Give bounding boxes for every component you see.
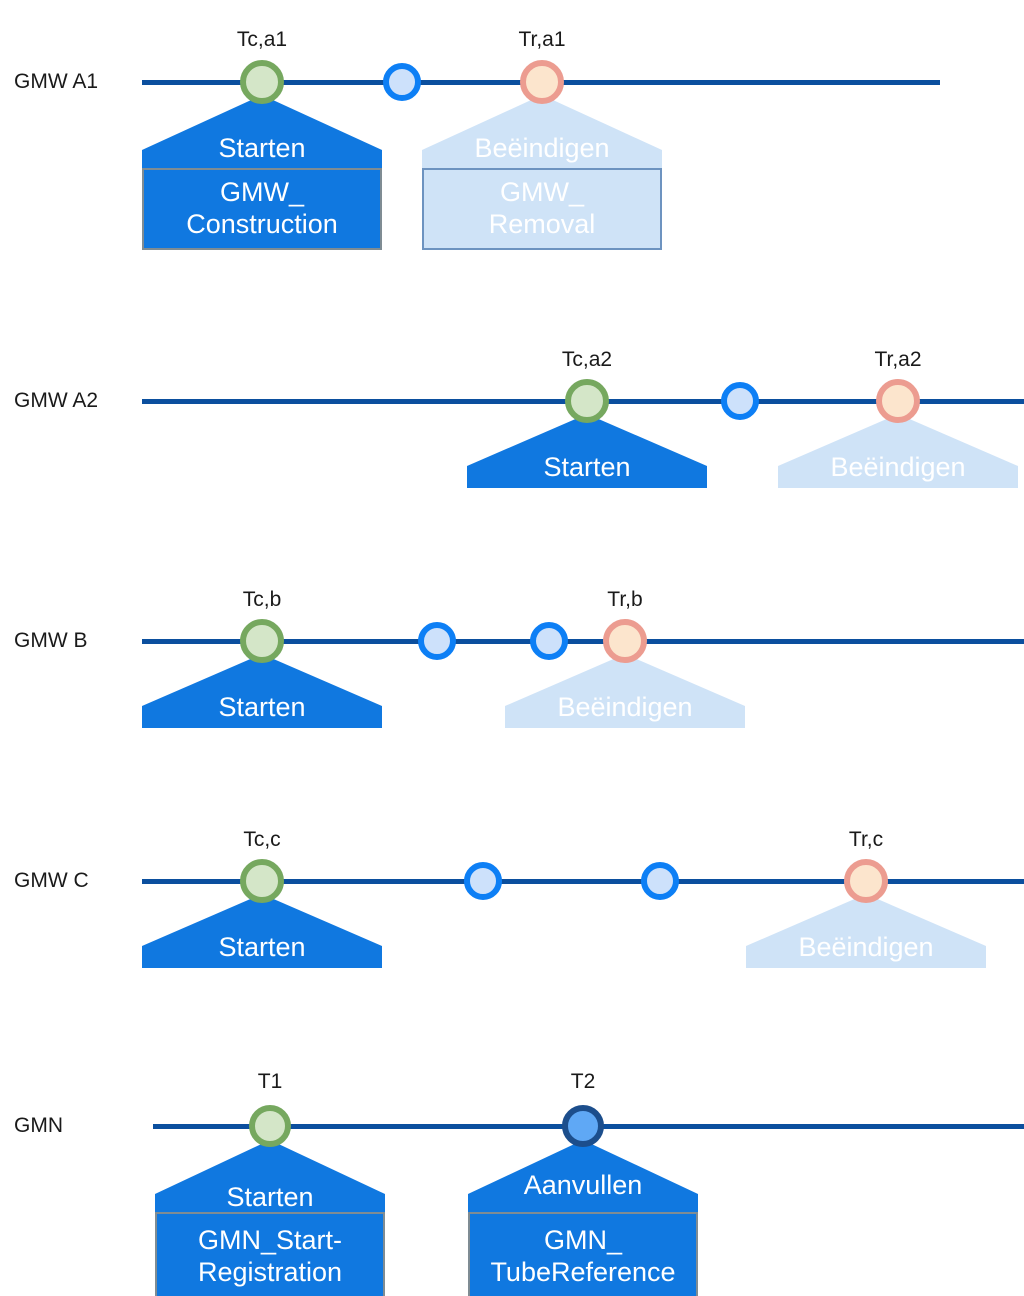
node-start-registration-node[interactable] [249,1105,291,1147]
banner-pentagon [467,414,707,488]
banner-object-box: GMW_ Construction [142,168,382,250]
tick-label-tube-reference-node: T2 [570,1070,596,1093]
banner-pentagon [778,414,1018,488]
node-intermediate-node[interactable] [383,63,421,101]
row-label-gmn: GMN [14,1114,63,1137]
banner-pentagon [505,654,745,728]
banner-object-box: GMW_ Removal [422,168,662,250]
tick-label-removal-node: Tr,a1 [518,28,566,51]
banner-pentagon [142,654,382,728]
node-construction-node[interactable] [240,619,284,663]
node-intermediate-node-2[interactable] [530,622,568,660]
node-removal-node[interactable] [520,60,564,104]
banner-object-label: GMN_Start- Registration [197,1225,343,1287]
banner-pentagon [155,1140,385,1216]
banner-pentagon [142,95,382,172]
node-removal-node[interactable] [844,859,888,903]
banner-pentagon [422,95,662,172]
banner-aanvullen-gmn-tubereference: Aanvullen...GMN_ TubeReference [468,1140,698,1296]
banner-object-box: GMN_Start- Registration [155,1212,385,1296]
tick-label-construction-node: Tc,c [243,828,281,851]
node-intermediate-node[interactable] [721,382,759,420]
banner-pentagon [468,1140,698,1216]
banner-object-box: GMN_ TubeReference [468,1212,698,1296]
node-intermediate-node-2[interactable] [641,862,679,900]
row-label-gmw-a2: GMW A2 [14,389,99,412]
node-construction-node[interactable] [240,859,284,903]
banner-object-label: GMN_ TubeReference [490,1225,676,1287]
node-intermediate-node-1[interactable] [418,622,456,660]
tick-label-construction-node: Tc,a2 [561,348,613,371]
node-intermediate-node-1[interactable] [464,862,502,900]
banner-object-label: GMW_ Construction [186,177,338,239]
node-removal-node[interactable] [876,379,920,423]
tick-label-construction-node: Tc,b [242,588,282,611]
row-label-gmw-a1: GMW A1 [14,70,99,93]
timeline-line-gmw-b [142,639,1024,644]
banner-pentagon [142,894,382,968]
tick-label-removal-node: Tr,c [848,828,884,851]
tick-label-construction-node: Tc,a1 [236,28,288,51]
banner-object-label: GMW_ Removal [488,177,596,239]
timeline-line-gmw-c [142,879,1024,884]
row-label-gmw-b: GMW B [14,629,88,652]
tick-label-removal-node: Tr,a2 [874,348,922,371]
node-construction-node[interactable] [565,379,609,423]
node-construction-node[interactable] [240,60,284,104]
tick-label-start-registration-node: T1 [257,1070,283,1093]
banner-pentagon [746,894,986,968]
node-removal-node[interactable] [603,619,647,663]
tick-label-removal-node: Tr,b [607,588,643,611]
row-label-gmw-c: GMW C [14,869,89,892]
node-tube-reference-node[interactable] [562,1105,604,1147]
